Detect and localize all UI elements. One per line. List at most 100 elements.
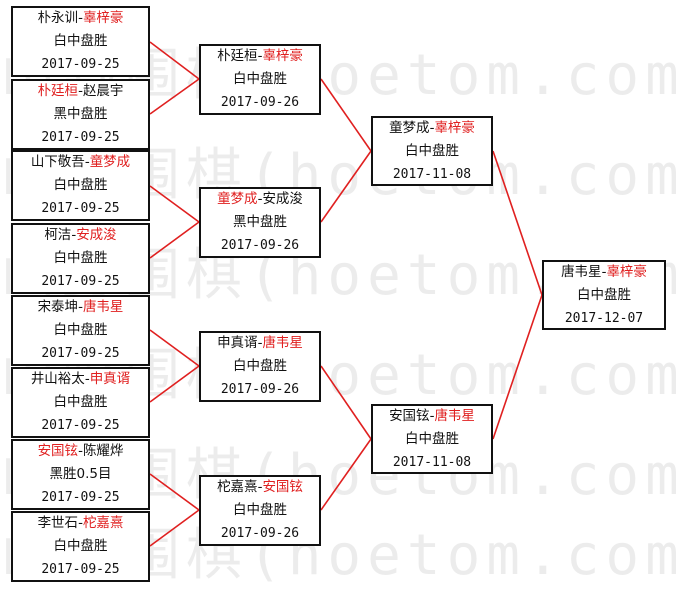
match-result: 白中盘胜 <box>53 322 108 338</box>
match-date: 2017-12-07 <box>564 310 644 326</box>
players-row: 安国铉-唐韦星 <box>389 405 475 428</box>
connector-line <box>320 438 372 511</box>
players-row: 朴廷桓-辜梓豪 <box>217 45 303 68</box>
connector-line <box>320 150 372 223</box>
player-name: 李世石 <box>37 515 79 531</box>
players-row: 童梦成-安成浚 <box>217 188 303 211</box>
match-date: 2017-09-25 <box>41 562 120 577</box>
players-row: 井山裕太-申真谞 <box>31 368 130 391</box>
players-row: 山下敬吾-童梦成 <box>31 151 130 174</box>
match-date: 2017-09-26 <box>220 238 300 253</box>
players-row: 李世石-柁嘉熹 <box>38 512 124 535</box>
connector-line <box>492 294 543 440</box>
connector-line <box>492 150 543 296</box>
match-result: 白中盘胜 <box>53 394 108 410</box>
connector-line <box>149 221 200 259</box>
player-name: 童梦成 <box>217 191 258 207</box>
match-date: 2017-09-25 <box>41 490 120 505</box>
connector-line <box>149 473 200 511</box>
vs-separator: - <box>257 479 263 495</box>
vs-separator: - <box>257 48 263 64</box>
match-date: 2017-09-25 <box>41 418 120 433</box>
vs-separator: - <box>71 227 77 243</box>
vs-separator: - <box>257 335 263 351</box>
match-date: 2017-09-25 <box>41 57 120 72</box>
match-date: 2017-11-08 <box>392 166 472 182</box>
connector-line <box>149 185 200 223</box>
vs-separator: - <box>257 191 263 207</box>
match-result: 黑中盘胜 <box>233 214 287 230</box>
match-box: 柯洁-安成浚白中盘胜 2017-09-25 <box>11 223 150 294</box>
player-name: 安成浚 <box>262 191 303 207</box>
player-name: 唐韦星 <box>434 407 475 424</box>
vs-separator: - <box>78 10 83 26</box>
match-date: 2017-09-26 <box>220 95 300 110</box>
player-name: 柁嘉熹 <box>82 515 124 531</box>
vs-separator: - <box>78 515 83 531</box>
match-result: 黑胜0.5目 <box>49 466 112 482</box>
player-name: 安国铉 <box>37 443 79 459</box>
match-result: 白中盘胜 <box>233 502 287 518</box>
player-name: 唐韦星 <box>82 299 124 315</box>
match-result: 白中盘胜 <box>405 430 459 447</box>
player-name: 辜梓豪 <box>82 10 124 26</box>
connector-line <box>320 365 372 440</box>
vs-separator: - <box>84 154 90 170</box>
player-name: 辜梓豪 <box>262 48 303 64</box>
match-box: 柁嘉熹-安国铉白中盘胜 2017-09-26 <box>199 475 321 546</box>
match-date: 2017-09-25 <box>41 274 120 289</box>
match-result: 白中盘胜 <box>233 71 287 87</box>
player-name: 安国铉 <box>262 479 303 495</box>
connector-line <box>149 41 200 80</box>
player-name: 安国铉 <box>389 407 430 424</box>
vs-separator: - <box>601 263 607 280</box>
player-name: 童梦成 <box>89 154 131 170</box>
connector-line <box>149 365 200 403</box>
match-result: 白中盘胜 <box>53 177 108 193</box>
player-name: 柁嘉熹 <box>217 479 258 495</box>
players-row: 唐韦星-辜梓豪 <box>561 261 647 284</box>
player-name: 陈耀烨 <box>82 443 124 459</box>
player-name: 井山裕太 <box>30 371 85 387</box>
match-date: 2017-09-25 <box>41 346 120 361</box>
match-result: 白中盘胜 <box>53 33 108 49</box>
player-name: 柯洁 <box>44 227 72 243</box>
vs-separator: - <box>429 407 435 424</box>
player-name: 辜梓豪 <box>606 263 647 280</box>
match-date: 2017-09-26 <box>220 526 300 541</box>
vs-separator: - <box>78 299 83 315</box>
match-date: 2017-09-25 <box>41 130 120 145</box>
players-row: 安国铉-陈耀烨 <box>38 440 124 463</box>
players-row: 柁嘉熹-安国铉 <box>217 476 303 499</box>
match-box: 井山裕太-申真谞白中盘胜 2017-09-25 <box>11 367 150 438</box>
match-box: 宋泰坤-唐韦星白中盘胜 2017-09-25 <box>11 295 150 366</box>
connector-line <box>149 329 200 367</box>
match-box: 安国铉-陈耀烨黑胜0.5目 2017-09-25 <box>11 439 150 510</box>
connector-line <box>149 509 200 547</box>
vs-separator: - <box>78 83 83 99</box>
players-row: 朴廷桓-赵晨宇 <box>38 80 124 103</box>
player-name: 辜梓豪 <box>434 119 475 136</box>
match-date: 2017-09-25 <box>41 201 120 216</box>
player-name: 朴廷桓 <box>37 83 79 99</box>
connector-line <box>149 78 200 115</box>
match-box: 李世石-柁嘉熹白中盘胜 2017-09-25 <box>11 511 150 582</box>
player-name: 申真谞 <box>89 371 131 387</box>
player-name: 宋泰坤 <box>37 299 79 315</box>
players-row: 柯洁-安成浚 <box>44 224 116 247</box>
match-box: 朴廷桓-辜梓豪白中盘胜 2017-09-26 <box>199 44 321 115</box>
match-box: 童梦成-安成浚黑中盘胜 2017-09-26 <box>199 187 321 258</box>
players-row: 宋泰坤-唐韦星 <box>38 296 124 319</box>
connector-line <box>320 78 372 152</box>
player-name: 童梦成 <box>389 119 430 136</box>
match-result: 白中盘胜 <box>53 250 108 266</box>
player-name: 山下敬吾 <box>30 154 85 170</box>
match-result: 白中盘胜 <box>53 538 108 554</box>
